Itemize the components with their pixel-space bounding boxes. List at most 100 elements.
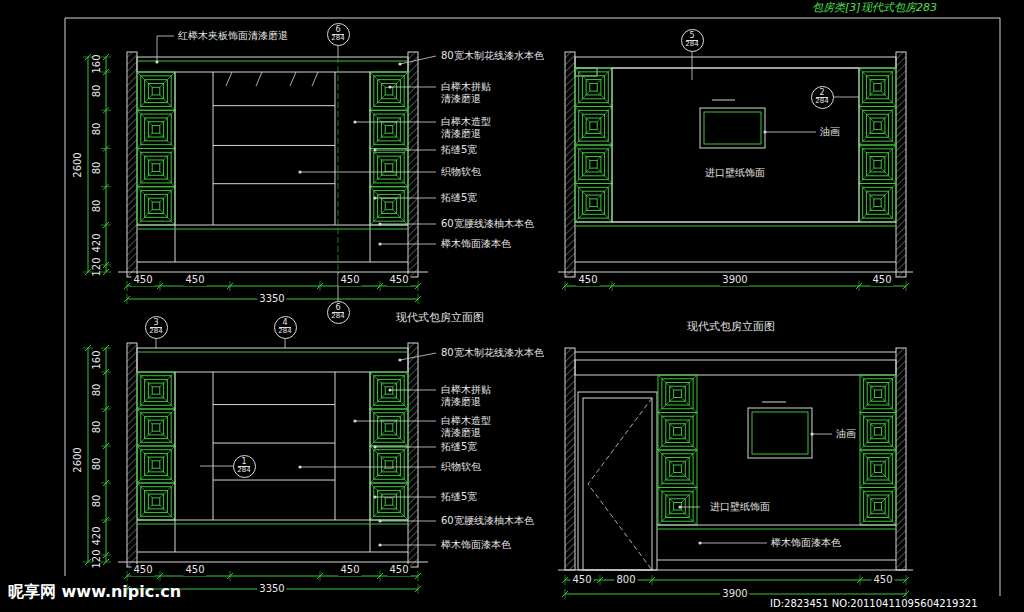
tile-line [860, 398, 874, 413]
tile-line [137, 110, 152, 125]
tile-line [597, 107, 612, 122]
tile [658, 450, 697, 488]
leader-line [380, 224, 436, 225]
tile-line [160, 95, 175, 110]
leader-line [680, 507, 700, 508]
tile-inset [874, 428, 881, 436]
leader-line [380, 545, 436, 546]
extension-line [230, 571, 231, 581]
callout-number: 6 [332, 304, 343, 313]
waist-line [575, 226, 896, 227]
tile [859, 145, 896, 184]
callout-number: 1 [238, 458, 249, 467]
tile [137, 446, 175, 483]
tile-line [137, 372, 152, 387]
tile [859, 184, 896, 223]
watermark: 昵享网 www.nipic.cn [8, 582, 181, 601]
tile-inset [874, 83, 881, 91]
tile-line [160, 409, 175, 424]
waist-line [137, 524, 408, 525]
tile-line [575, 107, 590, 122]
annotation-text: 拓缝5宽 [441, 144, 477, 156]
extension-line [101, 225, 111, 226]
callout-circle: 2284 [811, 86, 834, 109]
sheet-number: 284 [331, 313, 344, 320]
dimension-text: 120 [91, 257, 103, 276]
moulding-line [137, 61, 408, 62]
dimension-text: 450 [576, 274, 599, 286]
tile-line [597, 130, 612, 145]
dimension-text: 450 [183, 274, 206, 286]
dimension-text: 160 [91, 54, 103, 73]
tile-line [393, 409, 408, 424]
tile-inset [874, 503, 881, 511]
shelf-line [213, 480, 335, 481]
tile [370, 409, 408, 446]
picture-light [762, 402, 786, 403]
extension-line [101, 446, 111, 447]
tile-line [658, 435, 674, 450]
tile-inset [674, 503, 682, 511]
callout-circle: 6284 [327, 301, 350, 324]
dimension-text: 80 [91, 495, 103, 508]
baseboard-line [137, 552, 408, 553]
callout-circle: 4284 [274, 316, 297, 339]
leader-line [355, 122, 436, 123]
wall-section [127, 343, 137, 567]
leader-line [300, 467, 436, 468]
frame-line [1000, 18, 1001, 596]
tile-line [160, 505, 175, 520]
extension-line [101, 348, 111, 349]
tile-line [575, 68, 590, 83]
tile-line [160, 72, 175, 87]
annotation-text: 油画 [820, 126, 840, 138]
tile [137, 187, 175, 225]
hanger-line [290, 72, 296, 86]
cornice [137, 57, 408, 72]
tile-line [137, 394, 152, 409]
tile-line [859, 145, 874, 160]
tile-line [681, 398, 697, 413]
extension-line [859, 281, 860, 291]
tile-line [681, 375, 697, 390]
tile-inset [385, 498, 393, 505]
tile-line [597, 168, 612, 183]
leader-line [375, 198, 436, 199]
panel-edge [370, 72, 371, 262]
tile-line [859, 91, 874, 106]
extension-line [380, 571, 381, 581]
floor-line [118, 272, 428, 273]
tile-line [137, 72, 152, 87]
tile-line [860, 435, 874, 450]
tile-line [393, 187, 408, 202]
waist-line [137, 520, 408, 521]
extension-line [565, 589, 566, 599]
door-swing [588, 398, 652, 570]
annotation-text: 60宽腰线漆柚木本色 [441, 515, 534, 527]
sheet-number: 284 [685, 41, 698, 48]
tile [658, 413, 697, 451]
frame-line [65, 18, 66, 576]
tile-inset [385, 126, 393, 134]
leader-line [375, 150, 436, 151]
door-frame [578, 392, 657, 570]
tile [575, 107, 612, 146]
panel-edge [335, 372, 336, 520]
tile [860, 375, 896, 413]
tile-inset [152, 202, 160, 210]
tile-line [881, 91, 896, 106]
tile [370, 110, 408, 148]
waist-line [575, 222, 896, 223]
tile-line [137, 468, 152, 483]
callout-number: 6 [332, 26, 343, 35]
annotation-text: 80宽木制花线漆水本色 [441, 50, 544, 62]
dimension-line [106, 57, 107, 272]
dimension-text: 3900 [720, 274, 749, 286]
tile-line [393, 431, 408, 446]
annotation-text: 织物软包 [441, 461, 481, 473]
wallpaper-panel [612, 68, 859, 222]
tile-line [882, 413, 896, 428]
extension-line [101, 272, 111, 273]
tile-inset [874, 390, 881, 398]
floor-line [558, 570, 913, 571]
